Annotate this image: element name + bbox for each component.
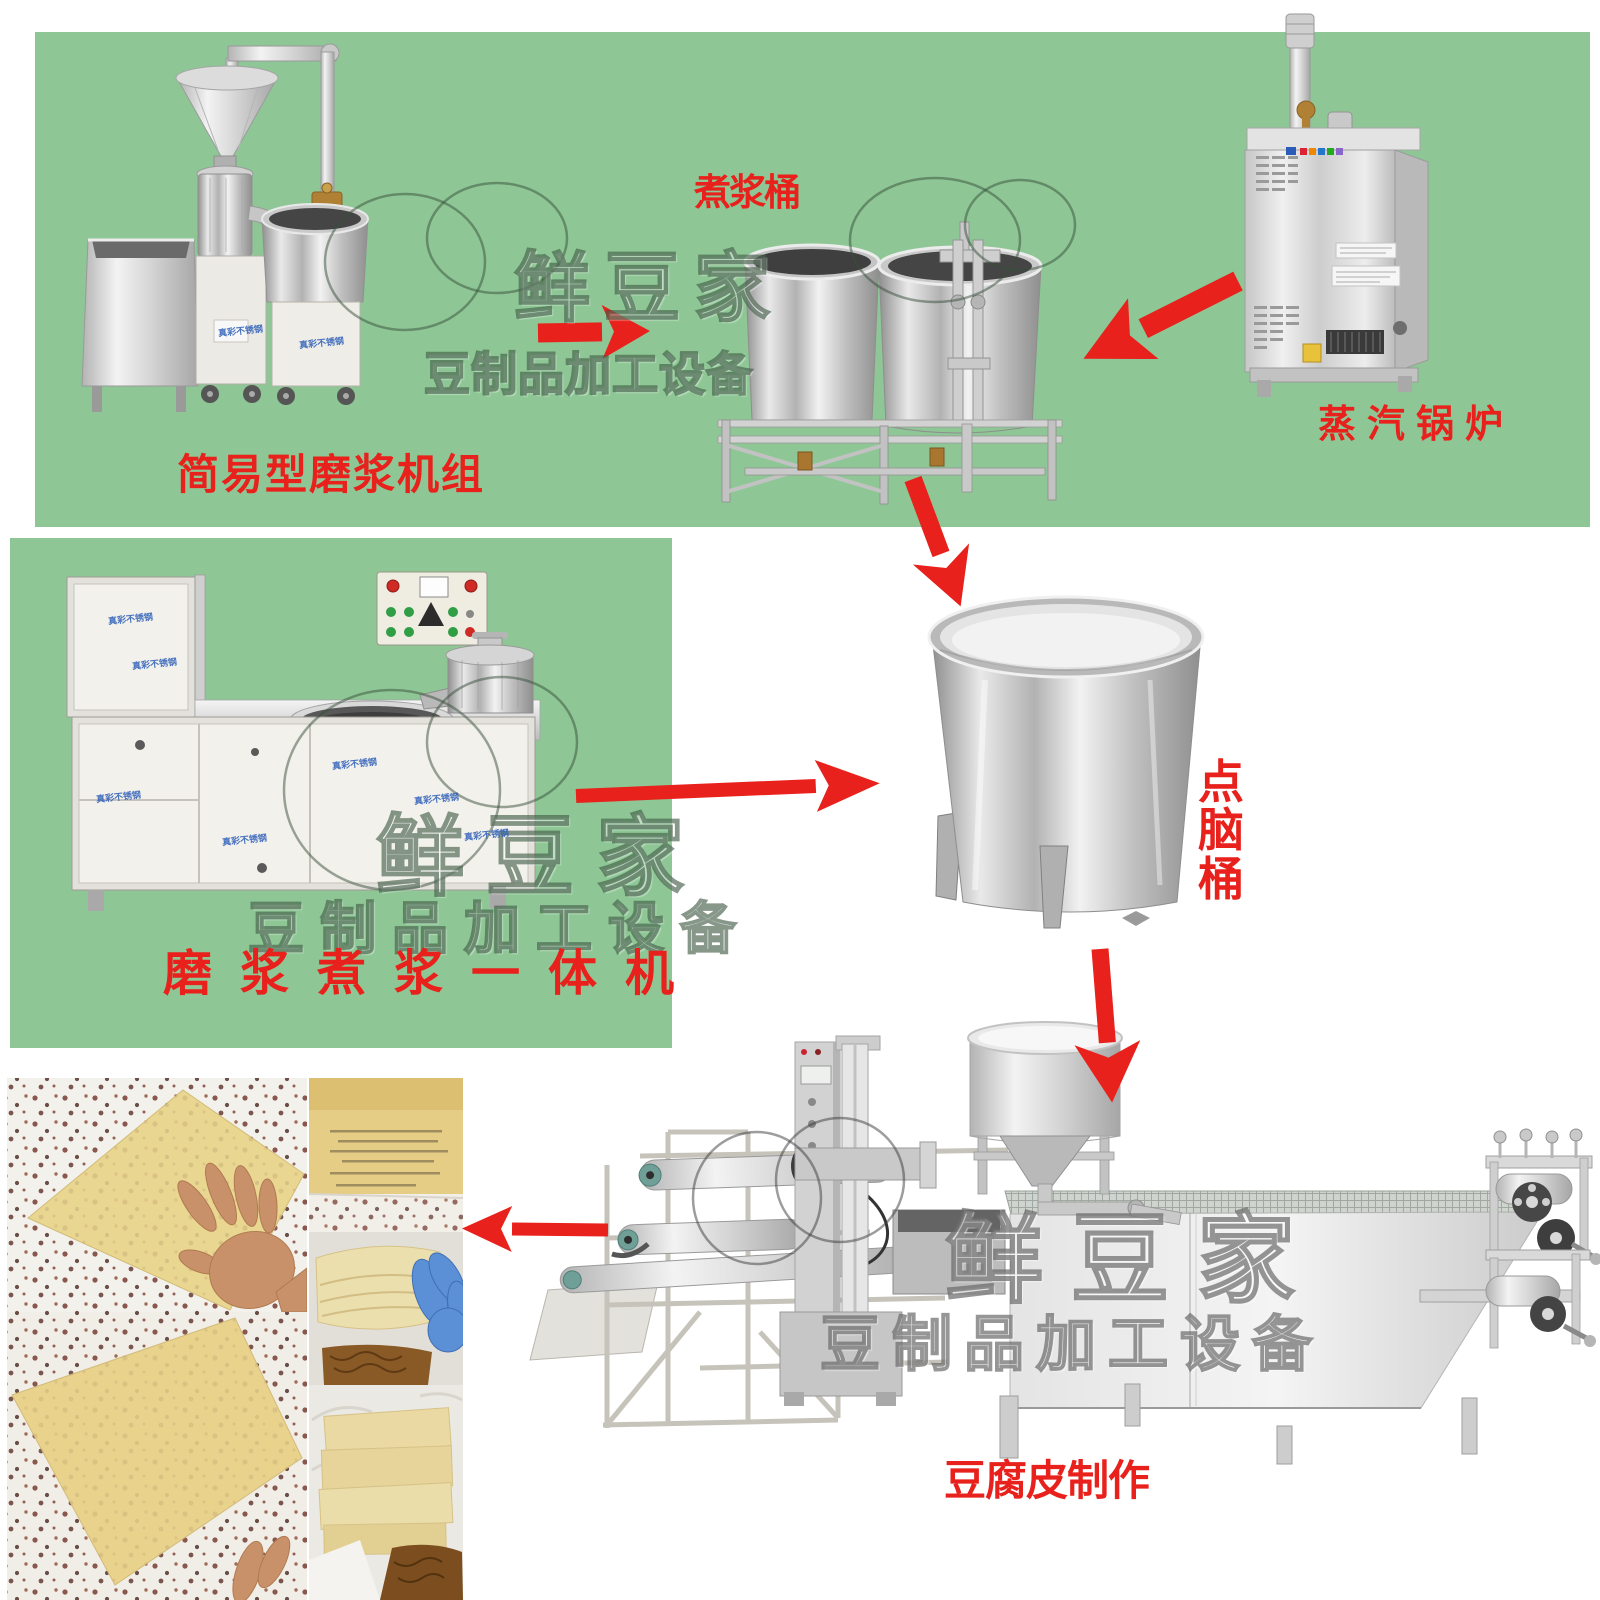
photo-sheet-with-hand xyxy=(7,1078,307,1312)
boiler-vents-top xyxy=(1256,156,1298,191)
label-combo-machine: 磨浆煮浆一体机 xyxy=(163,945,703,1002)
flow-arrows xyxy=(462,271,1243,1252)
label-boil-barrel: 煮浆桶 xyxy=(694,171,801,214)
watermark-brand-top: 鲜豆家 xyxy=(513,242,784,333)
curd-char-1: 点 xyxy=(1198,755,1244,809)
label-steam-boiler: 蒸汽锅炉 xyxy=(1318,402,1515,446)
curd-char-3: 桶 xyxy=(1198,851,1244,906)
photo-sheet-closeup xyxy=(309,1078,463,1232)
arrow-boil-barrels-to-curd-barrel xyxy=(904,475,970,607)
curd-char-2: 脑 xyxy=(1198,803,1244,858)
arrow-curd-barrel-to-sheet-machine xyxy=(1074,948,1141,1103)
feed-tank xyxy=(967,1021,1182,1225)
watermark-brand-middle: 鲜豆家 xyxy=(375,803,707,909)
combo-machine-photo xyxy=(66,571,541,911)
label-process: 豆腐皮制作 xyxy=(944,1456,1150,1505)
curd-barrel-photo xyxy=(927,595,1205,929)
boiler-vents-bottom xyxy=(1254,306,1299,349)
boil-barrels-photo xyxy=(717,221,1063,505)
photo-folded-skins-glove xyxy=(309,1232,463,1385)
label-grinder-unit: 简易型磨浆机组 xyxy=(177,450,486,499)
arrow-sheet-machine-to-tofu-skin xyxy=(462,1205,609,1252)
watermark-tagline-top: 豆制品加工设备 xyxy=(423,346,753,402)
label-curd-barrel: 点 脑 桶 xyxy=(1198,758,1244,903)
photo-skin-stack xyxy=(309,1385,463,1600)
logo-circles-bottom xyxy=(691,1116,906,1266)
arrow-grinder-to-boil-barrels xyxy=(537,304,650,359)
watermark-tagline-middle: 豆制品加工设备 xyxy=(247,895,752,963)
watermark-tagline-bottom: 豆制品加工设备 xyxy=(819,1309,1324,1381)
arrow-boiler-to-boil-barrels xyxy=(1083,271,1243,360)
photo-sheet-with-fingers xyxy=(7,1312,307,1600)
grinder-unit-photo xyxy=(81,43,369,412)
arrow-combo-machine-to-curd-barrel xyxy=(575,759,880,812)
tofu-skin-photos xyxy=(7,1078,463,1600)
watermark-brand-bottom: 鲜豆家 xyxy=(944,1201,1324,1318)
roller-towers xyxy=(1419,1128,1600,1349)
logo-circles xyxy=(282,176,1077,892)
steam-boiler-photo xyxy=(1244,13,1429,397)
